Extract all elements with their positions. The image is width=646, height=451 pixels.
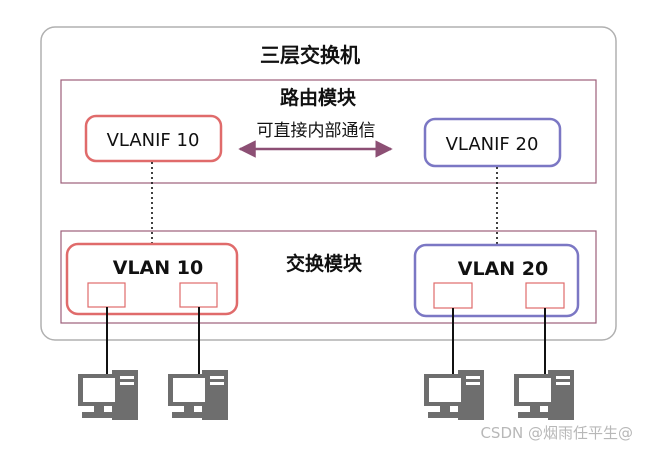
vlan-20-port-1 <box>433 282 473 309</box>
vlan-10-port-2 <box>179 282 218 308</box>
switching-module-title: 交换模块 <box>286 252 363 275</box>
routing-module-box <box>60 79 597 184</box>
vlan-20-port-2 <box>525 282 565 309</box>
vlanif-20-label: VLANIF 20 <box>446 134 539 155</box>
computer-icon-3 <box>424 370 484 420</box>
vlan-10-label: VLAN 10 <box>113 257 203 279</box>
vlanif-10-box <box>84 114 223 163</box>
switching-module-box <box>60 230 597 324</box>
vlan-20-label: VLAN 20 <box>458 258 548 280</box>
computer-icon-2 <box>168 370 228 420</box>
watermark: CSDN @烟雨任平生@ <box>480 424 633 442</box>
computer-icon-4 <box>514 370 574 420</box>
vlanif-20-box <box>423 117 562 168</box>
vlan-10-port-1 <box>87 282 126 308</box>
routing-module-title: 路由模块 <box>280 86 357 109</box>
computer-icon-1 <box>78 370 138 420</box>
vlanif-10-label: VLANIF 10 <box>107 130 200 151</box>
internal-link-label: 可直接内部通信 <box>257 121 376 141</box>
switch-title: 三层交换机 <box>260 43 360 67</box>
